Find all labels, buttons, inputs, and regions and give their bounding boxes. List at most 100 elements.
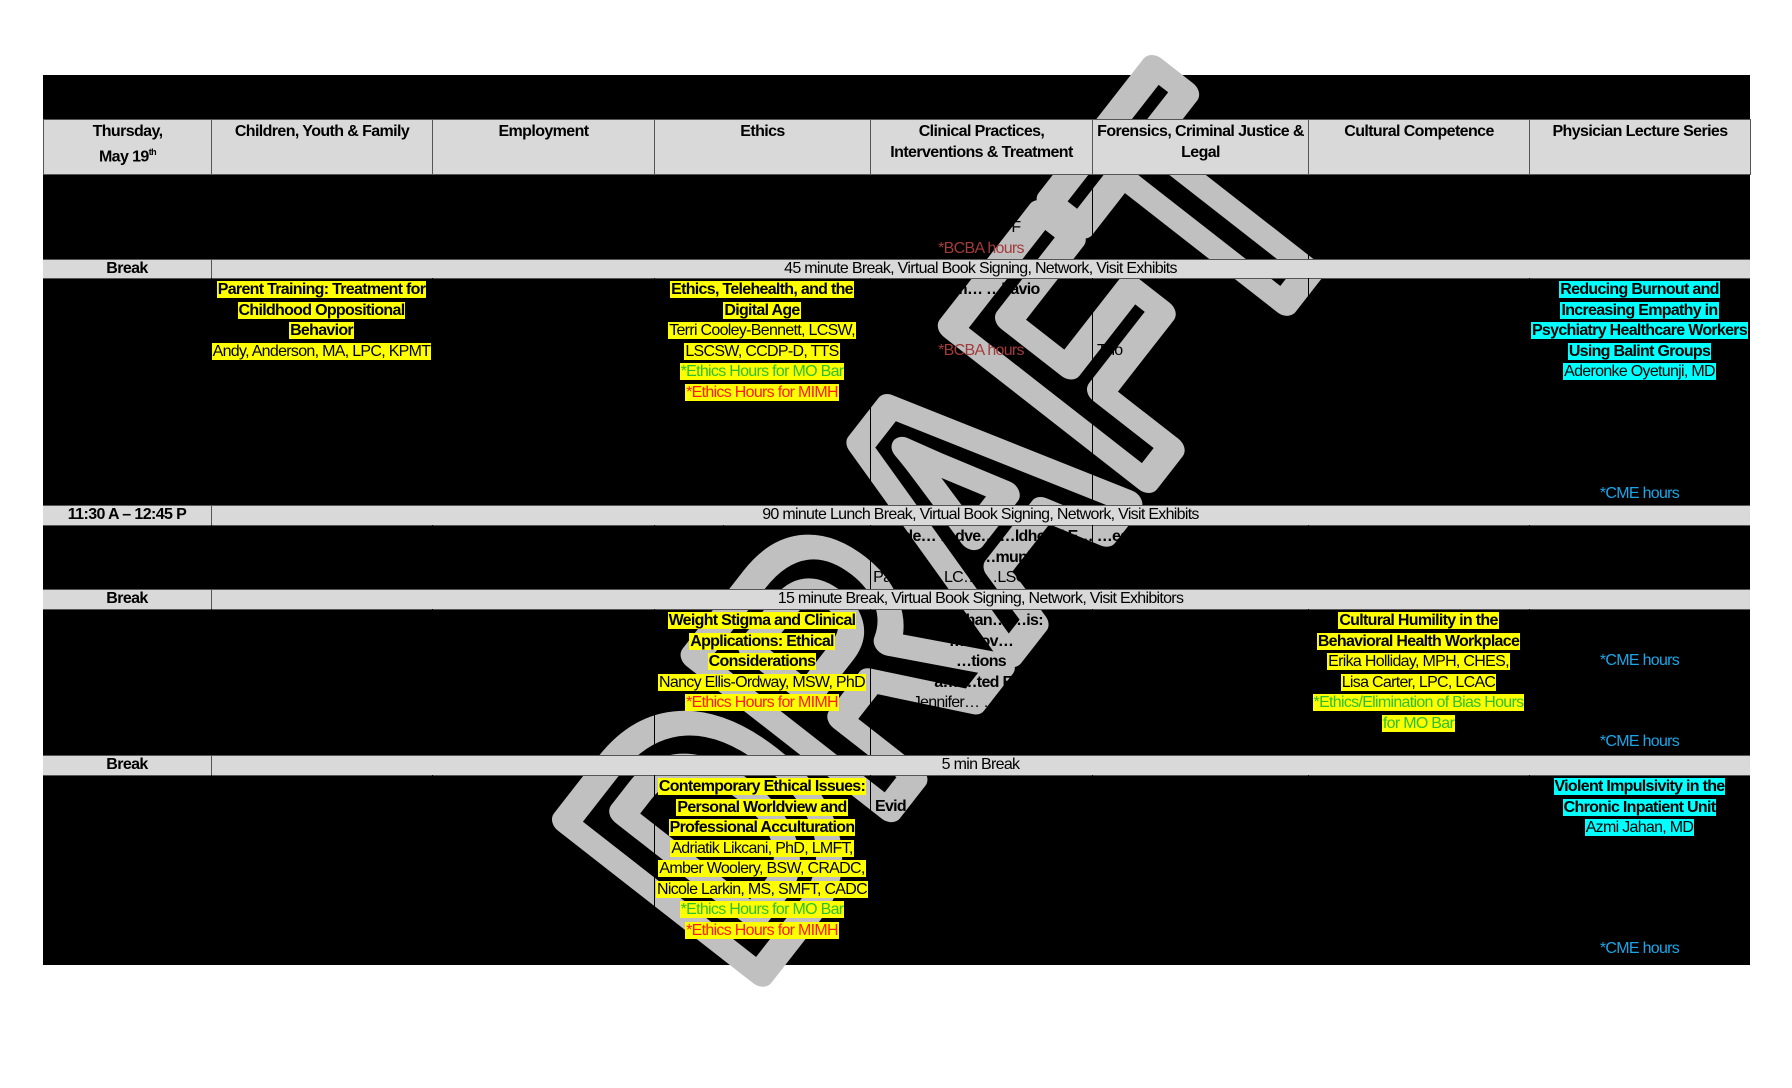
session-title: Behavioral Health Workplace: [1316, 632, 1521, 650]
session-cell-r2-forensics: Tho: [1092, 341, 1308, 362]
mo-bar-hours-note: *Ethics/Elimination of Bias Hours: [1312, 694, 1525, 711]
session-line: Applicatio: [870, 198, 1092, 219]
session-line: Behavioral Health Workplace: [1308, 632, 1529, 653]
session-title: Chronic Inpatient Unit: [1562, 798, 1717, 816]
session-line: Evid…: [874, 797, 977, 818]
session-title: Digital Age: [723, 301, 801, 319]
session-line: Amber Woolery, BSW, CRADC,: [654, 859, 870, 880]
session-line: Nancy Ellis-Ordway, MSW, PhD: [654, 673, 870, 694]
session-line: Dr. Patrick F: [870, 218, 1092, 239]
session-line: *CME hours: [1529, 732, 1750, 753]
session-title: …munit…: [980, 548, 1051, 566]
session-line: *Ethics Hours for MIMH: [654, 383, 870, 404]
cme-hours-note: *CME hours: [1599, 485, 1680, 502]
session-title: Applications: Ethical: [689, 632, 835, 650]
session-title: Weight Stigma and Clinical: [667, 612, 857, 629]
cell-divider: [654, 175, 655, 259]
session-line: Lisa Carter, LPC, LCAC: [1308, 673, 1529, 694]
presenter-name: Nicole Larkin, MS, SMFT, CADC: [656, 880, 868, 898]
cell-divider: [1092, 175, 1093, 259]
session-title: Using Balint Groups: [1567, 342, 1712, 360]
session-title: Unde… …dve… …ldhood E… …es: B: [883, 528, 1148, 545]
session-title: Tre…: [875, 818, 913, 836]
mimh-hours-note: *Ethics Hours for MIMH: [685, 921, 839, 939]
cell-divider: [1092, 278, 1093, 505]
cell-divider: [1308, 175, 1309, 259]
cell-divider: [432, 775, 433, 965]
session-line: *Ethics Hours for MIMH: [654, 693, 870, 714]
cell-divider: [1529, 775, 1530, 965]
cell-divider: [211, 278, 212, 505]
session-cell-r4-forensics: Ev: [1092, 632, 1308, 653]
session-line: Ev: [1096, 632, 1304, 653]
session-title: …eople Achieve: [535, 612, 650, 629]
session-line: *Ethics Hours for MIMH: [654, 921, 870, 942]
session-line: Contemporary Ethical Issues:: [654, 777, 870, 798]
session-line: Nicole Larkin, MS, SMFT, CADC: [654, 880, 870, 901]
session-title: Behavior: [289, 322, 354, 339]
presenter-name: Amber Woolery, BSW, CRADC,: [658, 860, 866, 877]
break-row: Break 45 minute Break, Virtual Book Signi…: [43, 259, 1750, 279]
presenter-name: Terri Cooley-Bennett, LCSW,: [668, 322, 856, 339]
presenter-name: Ev: [1097, 633, 1115, 650]
session-line: Cultural Humility in the: [1308, 611, 1529, 632]
session-line: Psychiatry Healthcare Workers: [1529, 321, 1750, 342]
session-title: Evid…: [875, 798, 922, 815]
cell-divider: [654, 775, 655, 965]
session-line: Azmi Jahan, MD: [1529, 818, 1750, 839]
session-title: Contemporary Ethical Issues:: [657, 778, 867, 795]
session-line: Using Balint Groups: [1529, 342, 1750, 363]
session-title: Psychiatry Healthcare Workers: [1530, 322, 1749, 339]
cell-divider: [1308, 609, 1309, 755]
cell-divider: [432, 609, 433, 755]
mo-bar-hours-note: *Ethics Hours for MO Bar: [679, 901, 845, 918]
header-day: Thursday,: [92, 123, 163, 140]
session-line: Parent Training: Treatment for: [211, 280, 432, 301]
session-line: …eople Achieve: [436, 611, 650, 632]
track-header: Physician Lecture Series: [1529, 119, 1751, 175]
session-line: with IPS: [436, 652, 650, 673]
session-line: …tions: [870, 652, 1092, 673]
cell-divider: [211, 175, 212, 259]
presenter-name: LSCSW, CCDP-D, TTS: [684, 342, 840, 360]
session-line: *Ethics Hours for MO Bar: [654, 362, 870, 383]
break-text: 45 minute Break, Virtual Book Signing, N…: [784, 260, 1177, 277]
session-title: Considerations: [707, 653, 817, 670]
session-line: Pa… …D, LC… …LSCSW & Ja… …MSW,: [723, 568, 1308, 589]
session-title: Cultural Humility in the: [1338, 612, 1499, 629]
session-line: LSCSW, CCDP-D, TTS: [654, 342, 870, 363]
session-line: Tre…: [874, 818, 977, 839]
cme-hours-note: *CME hours: [1599, 733, 1680, 750]
cell-divider: [432, 525, 433, 589]
session-line: …munit…: [723, 548, 1308, 569]
session-line: Considerations: [654, 652, 870, 673]
session-cell-r5-clinical: Evid… Tre…: [870, 797, 981, 838]
session-cell-r5-physician-cme: *CME hours: [1529, 939, 1750, 960]
presenter-name: Tho: [1097, 342, 1123, 359]
session-title: te Addres: [947, 178, 1016, 195]
cell-divider: [870, 175, 871, 259]
cell-divider: [1308, 278, 1309, 505]
session-title: Violent Impulsivity in the: [1553, 778, 1726, 795]
cell-divider: [211, 525, 212, 589]
cell-divider: [870, 775, 871, 965]
session-line: MO DB1: [658, 527, 719, 548]
session-line: …ecov…: [870, 632, 1092, 653]
bcba-hours-note: *BCBA hours: [938, 342, 1024, 359]
break-label: Break: [43, 756, 212, 775]
session-line: Childhood Oppositional: [211, 301, 432, 322]
cell-divider: [1529, 525, 1530, 589]
session-line: Ethics, Telehealth, and the: [654, 280, 870, 301]
break-label: Break: [43, 260, 212, 278]
session-line: Behavior: [211, 321, 432, 342]
bcba-hours-note: *BCBA hours: [938, 239, 1024, 257]
session-title: Traum… …havio: [922, 281, 1040, 298]
